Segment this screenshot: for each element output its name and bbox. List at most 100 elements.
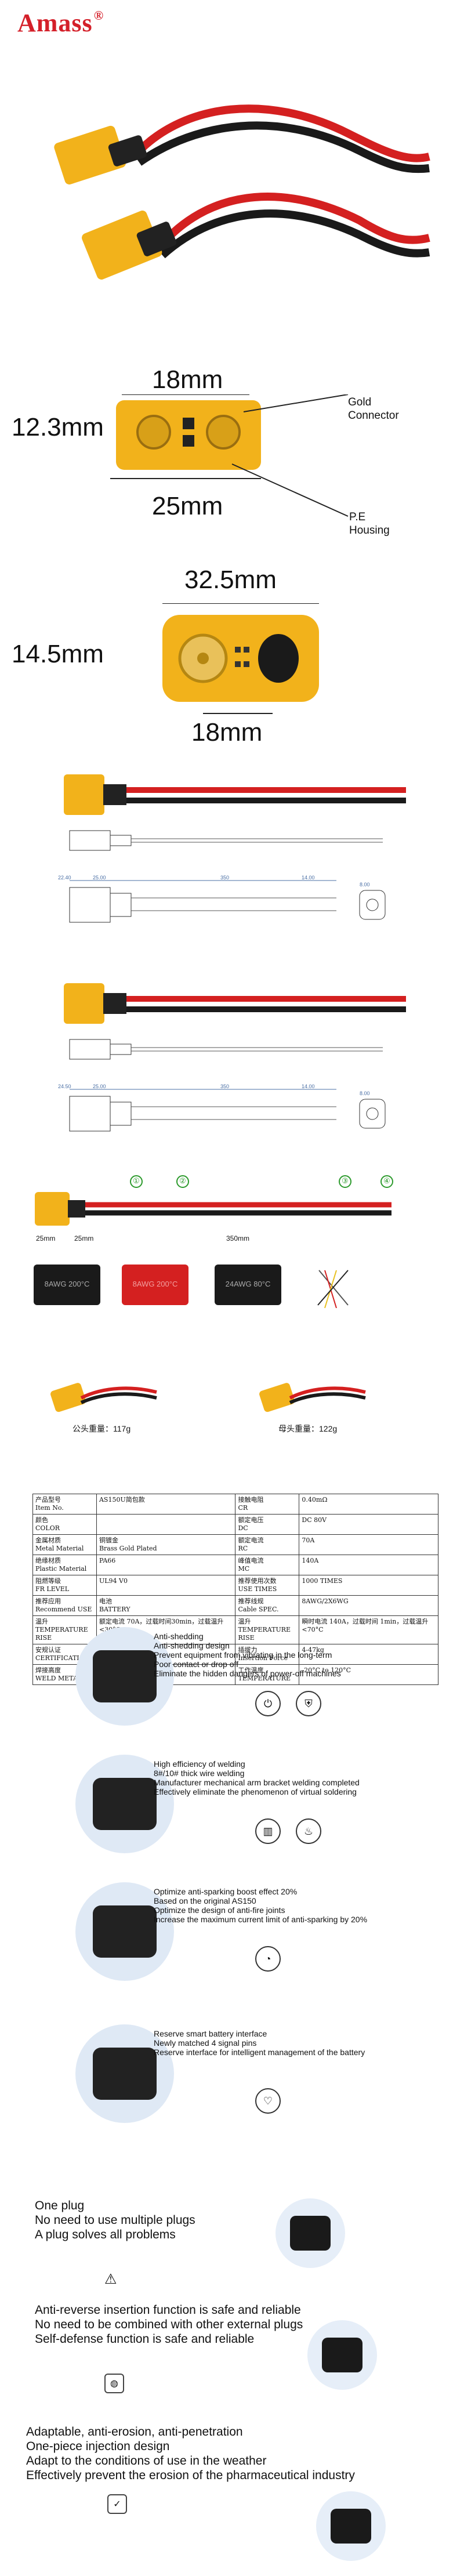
bar-chart-icon: ▥	[255, 1818, 281, 1844]
drawing2-dim-c: 350	[220, 1084, 230, 1089]
spec-cell: 插拔力 Insertion Force	[235, 1644, 300, 1665]
check-icon: ✓	[107, 2494, 127, 2514]
spec-cell: 阻燃等级 FR LEVEL	[32, 1575, 97, 1596]
feature-line: Newly matched 4 signal pins	[154, 2038, 257, 2048]
feature-line: High efficiency of welding	[154, 1759, 245, 1769]
male-connector-photo	[50, 1383, 157, 1412]
wire-sample-red: 8AWG 200°C	[122, 1265, 188, 1305]
brand-logo: Amass®	[17, 8, 104, 37]
feature-line: Optimize the design of anti-fire joints	[154, 1905, 285, 1915]
warning-icon: ⚠	[104, 2271, 117, 2287]
spec-cell	[96, 1514, 236, 1535]
spec-cell: 温升 TEMPERATURE RISE	[32, 1615, 97, 1644]
spec-cell: 额定电流 RC	[235, 1534, 300, 1555]
speed-gauge-icon: ◔	[255, 1946, 281, 1972]
drawing1-dim-c: 350	[220, 875, 230, 881]
dim-18mm-bottom: 18mm	[191, 718, 263, 747]
bottom-circle-2	[307, 2320, 377, 2390]
spec-cell: 颜色 COLOR	[32, 1514, 97, 1535]
feature-line: Reserve interface for intelligent manage…	[154, 2048, 365, 2057]
drawing1-dim-e: 8.00	[360, 882, 370, 887]
feature-line: Manufacturer mechanical arm bracket weld…	[154, 1778, 360, 1787]
feature-line: Poor contact or drop off	[154, 1660, 239, 1669]
dim-32-5mm: 32.5mm	[184, 566, 277, 594]
connector-top-view	[110, 394, 349, 517]
heart-icon: ♡	[255, 2088, 281, 2114]
female-cable-photo	[64, 983, 406, 1024]
bottom-2-line-2: No need to be combined with other extern…	[35, 2318, 303, 2331]
drawing2-dim-d: 14.00	[302, 1084, 315, 1089]
feature-image-4	[75, 2024, 174, 2123]
spec-cell: 绝缘材质 Plastic Material	[32, 1555, 97, 1575]
bottom-3-line-1: Adaptable, anti-erosion, anti-penetratio…	[26, 2425, 243, 2439]
female-connector-photo	[259, 1383, 366, 1412]
feature-line: Prevent equipment from vibrating in the …	[154, 1650, 332, 1660]
feature-line: Anti-shedding design	[154, 1641, 230, 1650]
marker-3: ③	[342, 1176, 349, 1185]
feature-line: Reserve smart battery interface	[154, 2029, 267, 2038]
feature-line: 8#/10# thick wire welding	[154, 1769, 245, 1778]
flame-icon: ♨	[296, 1818, 321, 1844]
dim-25mm: 25mm	[152, 492, 223, 520]
bottom-3-line-4: Effectively prevent the erosion of the p…	[26, 2469, 355, 2482]
feature-text-3: Optimize anti-sparking boost effect 20%B…	[154, 1887, 409, 1924]
feature-line: Eliminate the hidden dangers of power-of…	[154, 1669, 341, 1678]
spec-cell: 推荐应用 Recommend USE	[32, 1595, 97, 1616]
shield-icon: ◍	[104, 2374, 124, 2393]
length-350mm: 350mm	[226, 1234, 250, 1242]
power-plug-icon: ⏻	[255, 1691, 281, 1716]
bottom-1-line-1: One plug	[35, 2199, 85, 2212]
bottom-block-1: One plug No need to use multiple plugs A…	[35, 2198, 195, 2242]
spec-cell: PA66	[96, 1555, 236, 1575]
spec-cell: AS150U简包款	[96, 1494, 236, 1515]
spec-cell: 金属材质 Metal Material	[32, 1534, 97, 1555]
dim-18mm-top: 18mm	[152, 365, 223, 394]
label-pe-housing: P.E Housing	[349, 511, 390, 537]
spec-cell: 接触电阻 CR	[235, 1494, 300, 1515]
hero-cables-image	[54, 104, 430, 280]
drawing2-dim-b: 25.00	[93, 1084, 106, 1089]
feature-line: Based on the original AS150	[154, 1896, 256, 1905]
spec-cell: DC 80V	[299, 1514, 438, 1535]
signal-wire-ends	[317, 1270, 349, 1309]
bottom-circle-3	[316, 2491, 386, 2561]
marker-4: ④	[383, 1176, 390, 1185]
wire-sample-signal: 24AWG 80°C	[215, 1265, 281, 1305]
bottom-1-line-2: No need to use multiple plugs	[35, 2213, 195, 2227]
bottom-2-line-3: Self-defense function is safe and reliab…	[35, 2332, 255, 2346]
feature-line: Optimize anti-sparking boost effect 20%	[154, 1887, 298, 1896]
bottom-block-3: Adaptable, anti-erosion, anti-penetratio…	[26, 2425, 355, 2483]
male-cable-photo	[64, 774, 406, 815]
spec-cell: 瞬时电流 140A，过载时间 1min，过载温升<70°C	[299, 1615, 438, 1644]
drawing2-dim-e: 8.00	[360, 1090, 370, 1096]
bottom-1-line-3: A plug solves all problems	[35, 2228, 176, 2241]
bottom-circle-1	[276, 2198, 345, 2268]
feature-image-2	[75, 1755, 174, 1853]
label-gold-connector: Gold Connector	[348, 396, 399, 422]
wire-assembly-photo	[35, 1175, 393, 1226]
spec-cell: 产品型号 Item No.	[32, 1494, 97, 1515]
spec-cell: 额定电流 70A，过载时间30min，过载温升<30°C	[96, 1615, 236, 1644]
female-technical-drawing	[69, 1039, 386, 1132]
spec-cell: UL94 V0	[96, 1575, 236, 1596]
spec-cell: 0.40mΩ	[299, 1494, 438, 1515]
drawing2-dim-a: 24.50	[58, 1084, 71, 1089]
bottom-2-line-1: Anti-reverse insertion function is safe …	[35, 2303, 301, 2317]
spec-cell: 工作温度 TEMPERATURE	[235, 1664, 300, 1685]
male-technical-drawing	[69, 830, 386, 923]
bottom-3-line-2: One-piece injection design	[26, 2440, 170, 2453]
spec-cell: 推荐使用次数 USE TIMES	[235, 1575, 300, 1596]
feature-line: Effectively eliminate the phenomenon of …	[154, 1787, 357, 1796]
spec-cell: 电池 BATTERY	[96, 1595, 236, 1616]
spec-cell: 1000 TIMES	[299, 1575, 438, 1596]
feature-image-1	[75, 1627, 174, 1726]
